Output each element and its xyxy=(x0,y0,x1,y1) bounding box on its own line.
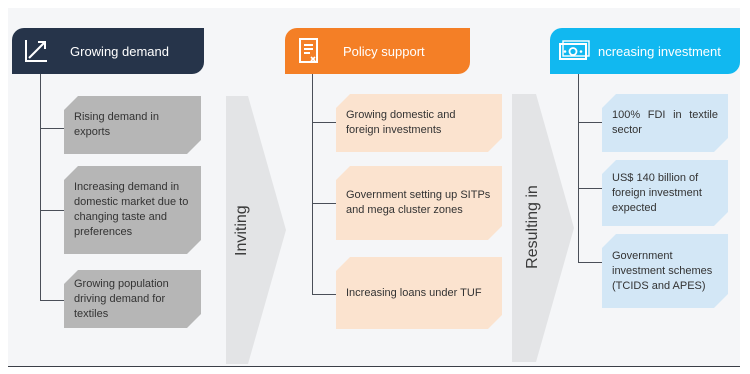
connector-line xyxy=(578,74,579,262)
document-icon xyxy=(285,28,333,74)
connector-line xyxy=(40,300,64,301)
connector-line xyxy=(40,74,41,300)
investment-item: 100% FDI in textile sector xyxy=(602,94,728,152)
header-increasing-investment: ncreasing investment xyxy=(550,28,740,74)
demand-item: Growing population driving demand for te… xyxy=(64,270,201,328)
connector-line xyxy=(312,122,336,123)
connector-line xyxy=(578,188,602,189)
trend-up-icon xyxy=(12,28,60,74)
connector-label-resulting-in: Resulting in xyxy=(524,185,541,269)
arrow-resulting-in xyxy=(512,94,574,362)
banknote-icon xyxy=(550,28,598,74)
connector-line xyxy=(312,294,336,295)
header-title: ncreasing investment xyxy=(598,43,721,59)
connector-line xyxy=(578,122,602,123)
connector-line xyxy=(40,128,64,129)
bottom-divider xyxy=(8,366,740,367)
investment-item: Government investment schemes (TCIDS and… xyxy=(602,234,728,308)
arrow-inviting xyxy=(226,96,286,364)
connector-line xyxy=(578,262,602,263)
header-growing-demand: Growing demand xyxy=(12,28,204,74)
connector-line xyxy=(40,210,64,211)
header-title: Growing demand xyxy=(70,43,169,59)
investment-item: US$ 140 billion of foreign investment ex… xyxy=(602,160,728,226)
connector-label-inviting: Inviting xyxy=(233,205,250,256)
policy-item: Growing domestic and foreign investments xyxy=(336,94,502,152)
demand-item: Rising demand in exports xyxy=(64,96,201,154)
demand-item: Increasing demand in domestic market due… xyxy=(64,166,201,254)
policy-item: Government setting up SITPs and mega clu… xyxy=(336,166,502,240)
policy-item: Increasing loans under TUF xyxy=(336,257,502,329)
header-title: Policy support xyxy=(343,43,425,59)
header-policy-support: Policy support xyxy=(285,28,470,74)
connector-line xyxy=(312,203,336,204)
connector-line xyxy=(312,74,313,294)
